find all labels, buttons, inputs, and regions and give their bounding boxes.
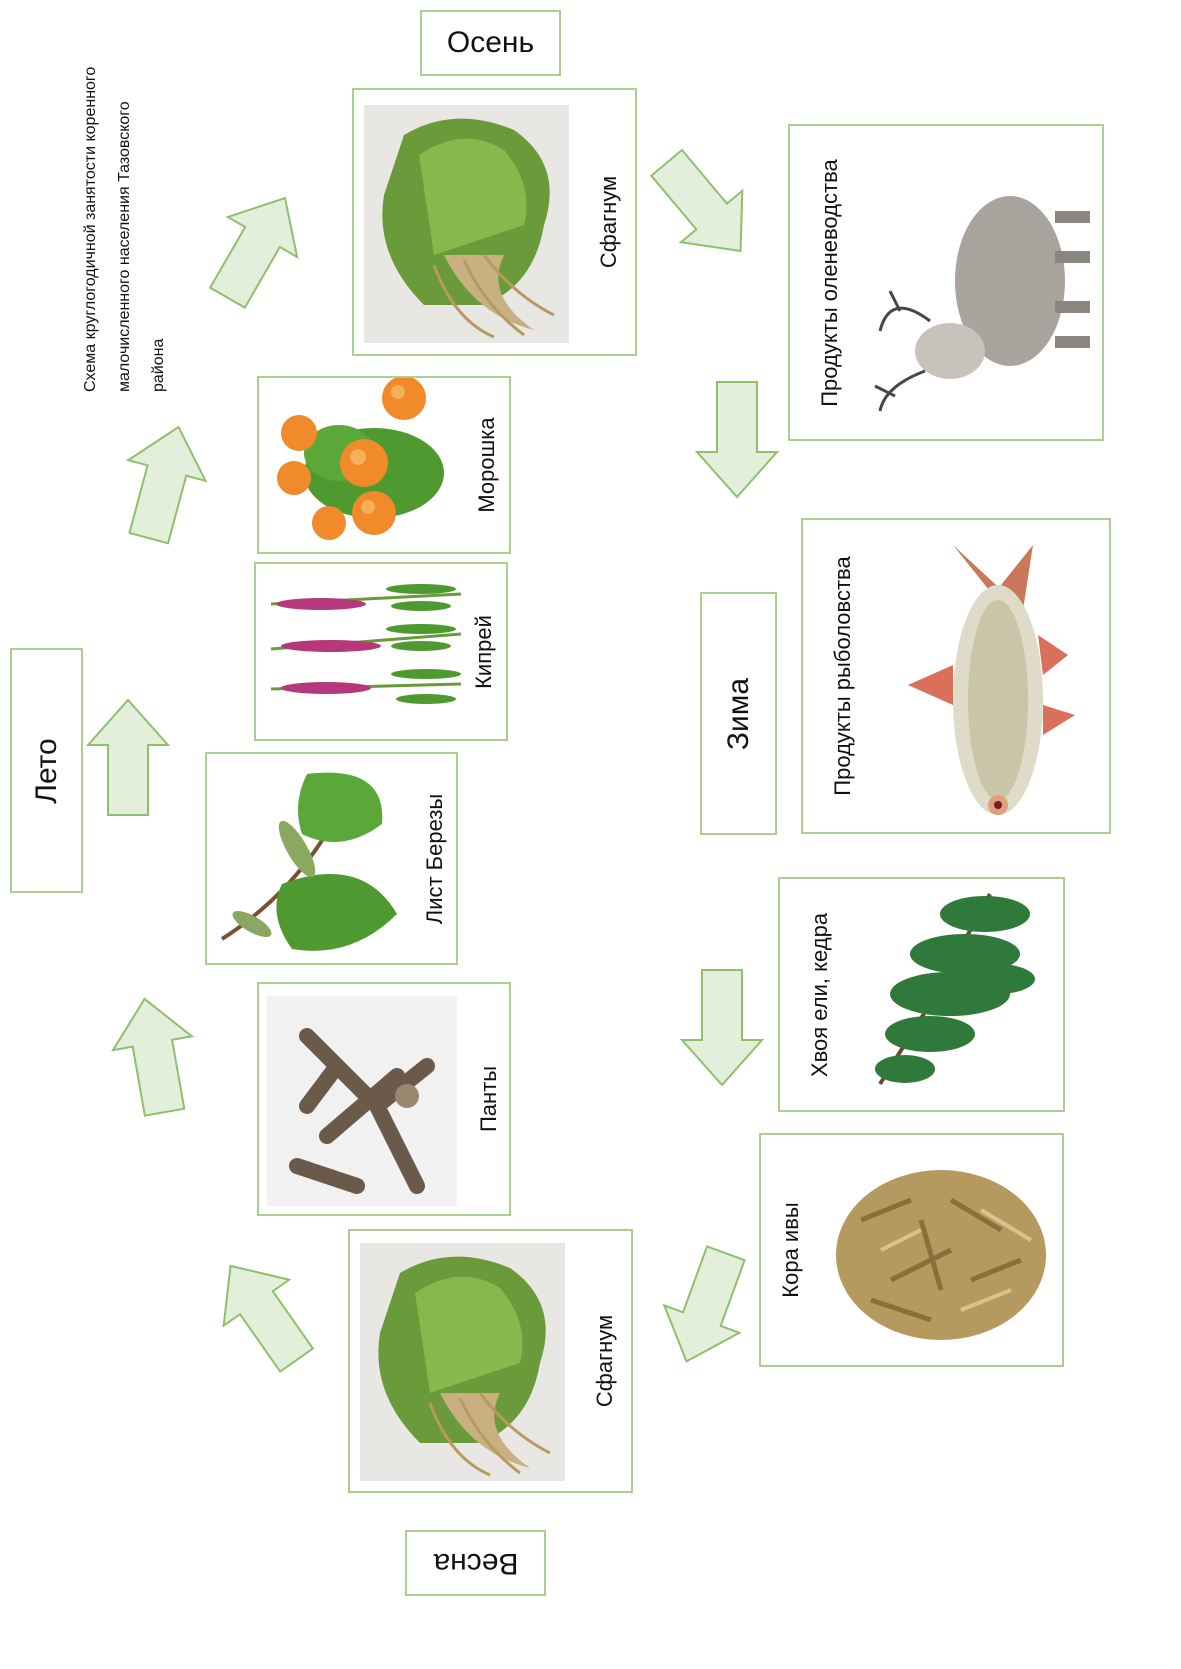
arrow-fishing-to-conifer bbox=[682, 970, 762, 1085]
arrow-willow-to-sphagnum bbox=[649, 1240, 764, 1375]
arrow-reindeer-to-fishing bbox=[697, 382, 777, 497]
arrow-cloudberry-to-sphagnum bbox=[193, 178, 320, 318]
arrow-sphagnum-to-antlers bbox=[198, 1243, 329, 1383]
arrow-birch-to-fireweed bbox=[88, 700, 168, 815]
arrow-fireweed-to-cloudberry bbox=[110, 417, 217, 549]
arrow-antlers-to-birch bbox=[105, 992, 204, 1119]
arrow-autumn-to-reindeer bbox=[636, 137, 771, 277]
